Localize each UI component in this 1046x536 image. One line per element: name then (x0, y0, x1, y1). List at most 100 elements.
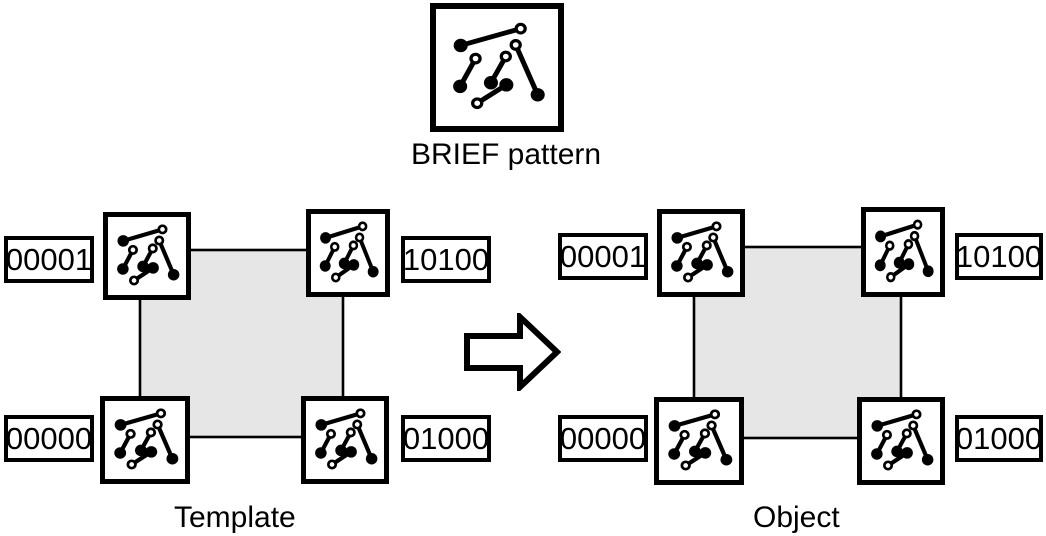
descriptor-code-text: 10100 (955, 239, 1043, 274)
brief-pair-line (875, 412, 919, 428)
brief-endpoint-hollow (331, 272, 341, 283)
brief-endpoint-hollow (881, 429, 892, 440)
template-patch-br (301, 396, 389, 484)
brief-pair-line (513, 42, 541, 98)
brief-endpoint-hollow (471, 97, 484, 110)
brief-endpoint-filled (147, 262, 159, 274)
brief-endpoint-hollow (912, 219, 923, 230)
brief-endpoint-filled (671, 232, 683, 244)
brief-endpoint-hollow (680, 460, 691, 471)
brief-endpoint-hollow (679, 429, 690, 440)
brief-endpoint-hollow (901, 428, 912, 439)
brief-pattern-graphic (671, 221, 734, 283)
brief-endpoint-hollow (352, 419, 363, 430)
brief-endpoint-hollow (908, 420, 919, 431)
template-caption: Template (174, 501, 296, 534)
brief-pair-line (675, 224, 719, 240)
brief-endpoint-filled (720, 453, 733, 466)
brief-pair-line (157, 238, 176, 277)
template-patch-tr-pattern (314, 217, 382, 289)
brief-pattern-graphic (453, 22, 545, 110)
brief-endpoint-filled (453, 38, 468, 53)
brief-endpoint-filled (699, 447, 712, 459)
brief-endpoint-filled (903, 258, 915, 271)
brief-endpoint-hollow (325, 428, 336, 439)
brief-endpoint-hollow (883, 460, 894, 471)
brief-endpoint-filled (335, 444, 347, 457)
object-patch-bl-descriptor-code: 00000 (558, 415, 648, 462)
brief-endpoint-filled (145, 446, 158, 458)
brief-pair-line (878, 222, 920, 239)
brief-endpoint-filled (668, 448, 681, 460)
brief-endpoint-hollow (355, 408, 366, 419)
template-patch-tr-descriptor-code: 10100 (401, 236, 491, 283)
brief-endpoint-filled (499, 78, 514, 92)
brief-endpoint-hollow (683, 272, 694, 283)
brief-endpoint-hollow (514, 22, 527, 35)
brief-endpoint-filled (348, 259, 360, 271)
brief-endpoint-filled (320, 232, 331, 244)
brief-endpoint-filled (315, 447, 327, 459)
brief-endpoint-filled (891, 445, 903, 458)
brief-endpoint-hollow (125, 428, 136, 439)
brief-pair-line (911, 423, 930, 462)
brief-pattern-graphic (114, 408, 179, 470)
brief-endpoint-filled (117, 263, 129, 275)
brief-endpoint-filled (874, 259, 886, 272)
transform-arrow (464, 313, 561, 391)
template-patch-tl (103, 212, 191, 300)
brief-endpoint-hollow (709, 409, 721, 420)
descriptor-code-text: 00001 (559, 239, 647, 274)
brief-endpoint-hollow (145, 427, 157, 438)
brief-endpoint-hollow (155, 408, 167, 419)
object-patch-tr-descriptor-code: 10100 (955, 233, 1043, 280)
brief-endpoint-filled (671, 260, 683, 272)
brief-endpoint-hollow (157, 224, 168, 235)
brief-endpoint-filled (721, 265, 734, 278)
brief-endpoint-hollow (509, 39, 522, 51)
brief-endpoint-hollow (354, 232, 365, 243)
brief-pair-line (709, 423, 729, 462)
object-caption: Object (753, 501, 840, 534)
descriptor-code-text: 00000 (559, 421, 647, 456)
brief-endpoint-filled (701, 259, 713, 271)
object-patch-tr-pattern (869, 215, 937, 289)
brief-endpoint-hollow (911, 409, 922, 420)
brief-endpoint-filled (453, 79, 468, 94)
template-patch-tl-descriptor-code: 00001 (4, 236, 94, 283)
descriptor-code-text: 01000 (402, 421, 490, 456)
template-patch-bl-pattern (108, 404, 182, 476)
template-patch-br-descriptor-code: 01000 (401, 415, 491, 462)
brief-pattern-caption: BRIEF pattern (411, 138, 602, 171)
brief-pattern-graphic (874, 219, 934, 283)
brief-endpoint-hollow (348, 240, 359, 251)
brief-pair-line (355, 422, 374, 461)
brief-endpoint-hollow (886, 271, 896, 283)
brief-pair-line (458, 26, 524, 48)
brief-endpoint-hollow (711, 221, 722, 232)
object-patch-tr (861, 207, 945, 297)
brief-endpoint-hollow (126, 459, 137, 470)
object-patch-bl-pattern (662, 405, 736, 477)
descriptor-code-text: 01000 (955, 421, 1043, 456)
brief-endpoint-hollow (152, 419, 163, 430)
object-patch-br-pattern (865, 405, 937, 477)
brief-endpoint-hollow (345, 427, 356, 438)
brief-endpoint-hollow (329, 241, 340, 252)
template-patch-bl-descriptor-code: 00000 (4, 415, 94, 462)
brief-endpoint-hollow (357, 221, 368, 232)
brief-endpoint-hollow (909, 230, 920, 242)
brief-endpoint-filled (137, 260, 149, 273)
brief-endpoint-filled (319, 260, 331, 272)
brief-endpoint-hollow (903, 239, 914, 250)
brief-endpoint-hollow (129, 275, 140, 286)
brief-endpoint-filled (114, 419, 127, 431)
brief-endpoint-filled (345, 446, 357, 458)
brief-endpoint-filled (875, 230, 886, 243)
brief-pair-line (118, 411, 164, 427)
brief-endpoint-filled (338, 257, 350, 270)
template-patch-tl-pattern (111, 220, 183, 292)
brief-endpoint-hollow (708, 232, 719, 243)
brief-endpoint-filled (921, 453, 934, 466)
